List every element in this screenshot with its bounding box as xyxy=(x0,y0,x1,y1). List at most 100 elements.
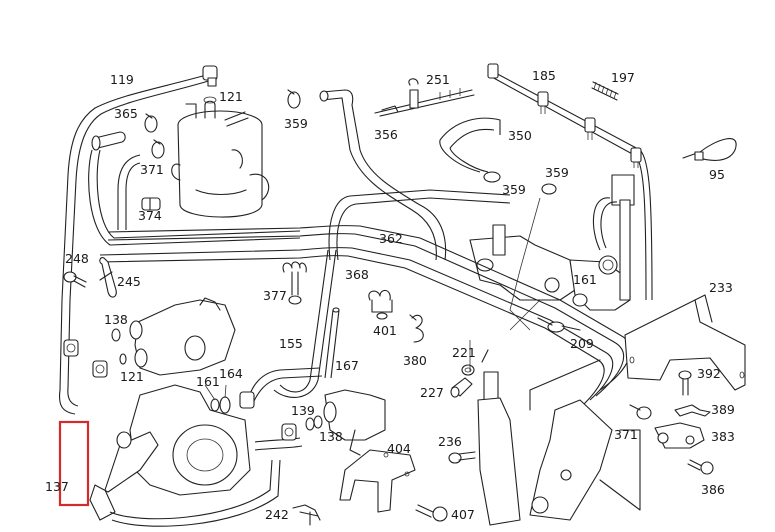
label-139[interactable]: 139 xyxy=(291,403,315,418)
label-236[interactable]: 236 xyxy=(438,434,462,449)
label-155[interactable]: 155 xyxy=(279,336,303,351)
spring-197 xyxy=(591,81,619,101)
label-227[interactable]: 227 xyxy=(420,385,444,400)
label-164[interactable]: 164 xyxy=(219,366,243,381)
high-pressure-pump xyxy=(89,384,281,527)
hose-356 xyxy=(319,89,447,261)
label-392[interactable]: 392 xyxy=(697,366,721,381)
valve-block-right xyxy=(323,389,386,456)
label-121-left[interactable]: 121 xyxy=(120,369,144,384)
label-121-top[interactable]: 121 xyxy=(219,89,243,104)
clip-245 xyxy=(99,257,117,298)
label-161-left[interactable]: 161 xyxy=(196,374,220,389)
hose-bend xyxy=(117,154,141,230)
cable-tie-95 xyxy=(682,138,737,161)
label-137[interactable]: 137 xyxy=(45,479,69,494)
bolt-407 xyxy=(415,504,448,522)
label-359-mid-a[interactable]: 359 xyxy=(502,182,526,197)
label-251[interactable]: 251 xyxy=(426,72,450,87)
bolt-392 xyxy=(678,370,692,396)
fuel-thermostat-housing xyxy=(129,297,236,376)
label-407[interactable]: 407 xyxy=(451,507,475,522)
bolt-236 xyxy=(448,451,476,464)
bolt-248 xyxy=(63,271,87,288)
label-368[interactable]: 368 xyxy=(345,267,369,282)
fuel-filter-housing xyxy=(171,96,270,218)
label-389[interactable]: 389 xyxy=(711,402,735,417)
label-383[interactable]: 383 xyxy=(711,429,735,444)
clip-242 xyxy=(292,504,321,526)
label-371-bottom[interactable]: 371 xyxy=(614,427,638,442)
fitting-383 xyxy=(654,422,705,449)
hose-350 xyxy=(439,117,501,173)
o-ring-138-left xyxy=(111,328,121,342)
return-hose xyxy=(239,367,323,451)
pressure-regulator-block xyxy=(469,224,631,311)
label-209[interactable]: 209 xyxy=(570,336,594,351)
hose-clamp-371 xyxy=(151,139,165,159)
banjo-fitting-209 xyxy=(537,317,581,333)
hose-clamp-359-top xyxy=(287,89,301,109)
label-185[interactable]: 185 xyxy=(532,68,556,83)
bracket-233 xyxy=(624,294,746,391)
label-401[interactable]: 401 xyxy=(373,323,397,338)
label-377[interactable]: 377 xyxy=(263,288,287,303)
label-138-left[interactable]: 138 xyxy=(104,312,128,327)
o-ring-164 xyxy=(219,396,231,414)
banjo-bolt-139 xyxy=(281,423,297,441)
label-221[interactable]: 221 xyxy=(452,345,476,360)
banjo-fitting-119 xyxy=(202,65,218,87)
part-labels: 119 121 365 359 371 374 251 356 185 197 … xyxy=(45,68,735,522)
label-374[interactable]: 374 xyxy=(138,208,162,223)
label-248[interactable]: 248 xyxy=(65,251,89,266)
label-365[interactable]: 365 xyxy=(114,106,138,121)
hose-clip-251 xyxy=(374,78,475,117)
fuel-pressure-sensor xyxy=(592,174,635,301)
banjo-bolt-227 xyxy=(450,377,473,398)
leader-lines xyxy=(204,197,541,401)
o-ring-161 xyxy=(210,398,220,412)
label-380[interactable]: 380 xyxy=(403,353,427,368)
bracket-389 xyxy=(674,404,711,417)
clip-377 xyxy=(282,261,307,305)
label-362[interactable]: 362 xyxy=(379,231,403,246)
o-ring-121-left xyxy=(119,353,127,365)
label-197[interactable]: 197 xyxy=(611,70,635,85)
clip-380 xyxy=(409,314,424,343)
bracket-404 xyxy=(339,449,416,513)
label-242[interactable]: 242 xyxy=(265,507,289,522)
washer-221 xyxy=(461,349,489,376)
label-161-right[interactable]: 161 xyxy=(573,272,597,287)
label-138-right[interactable]: 138 xyxy=(319,429,343,444)
filter-bracket-assembly xyxy=(477,359,641,526)
label-359-top[interactable]: 359 xyxy=(284,116,308,131)
label-167[interactable]: 167 xyxy=(335,358,359,373)
fuel-line-362 xyxy=(99,225,631,405)
bolt-386 xyxy=(687,459,714,475)
label-119[interactable]: 119 xyxy=(110,72,134,87)
hose-clamp-359-right-a xyxy=(483,171,501,183)
banjo-bolt-left-1 xyxy=(63,339,79,357)
pipe-167 xyxy=(324,307,340,379)
hose-connector xyxy=(88,131,301,246)
highlight-box-137[interactable] xyxy=(58,420,90,507)
label-359-mid-b[interactable]: 359 xyxy=(545,165,569,180)
banjo-bolt-left-2 xyxy=(92,360,108,378)
label-386[interactable]: 386 xyxy=(701,482,725,497)
label-350[interactable]: 350 xyxy=(508,128,532,143)
clip-374 xyxy=(141,197,161,211)
clip-401 xyxy=(368,289,393,320)
fuel-line-119 xyxy=(58,73,213,415)
label-371-top[interactable]: 371 xyxy=(140,162,164,177)
hose-clamp-365 xyxy=(144,113,158,133)
label-233[interactable]: 233 xyxy=(709,280,733,295)
fuel-rail-185 xyxy=(487,63,653,301)
label-404[interactable]: 404 xyxy=(387,441,411,456)
label-356[interactable]: 356 xyxy=(374,127,398,142)
fuel-line-loop xyxy=(328,189,511,261)
o-ring-138-right xyxy=(305,415,323,431)
label-245[interactable]: 245 xyxy=(117,274,141,289)
hose-clamp-371-bottom xyxy=(629,404,652,420)
label-95[interactable]: 95 xyxy=(709,167,725,182)
